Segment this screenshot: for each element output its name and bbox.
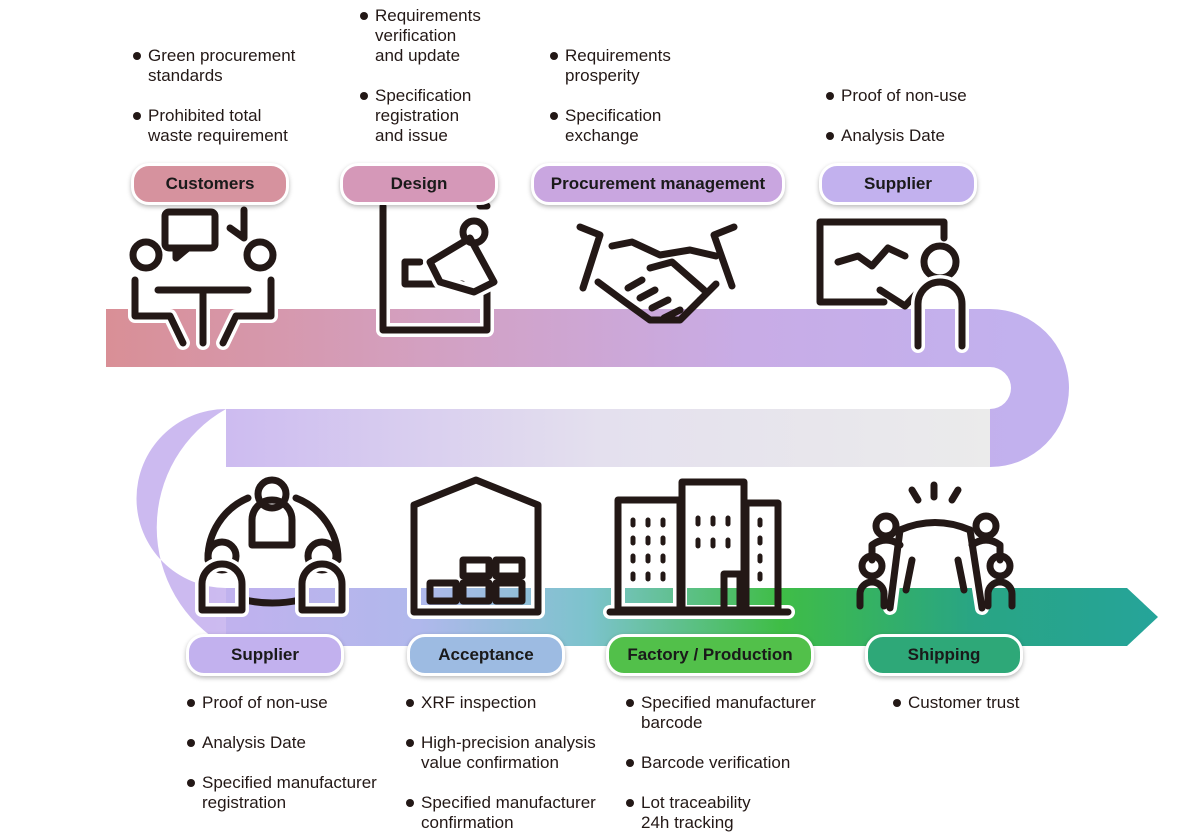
customers-meeting-icon-lines xyxy=(129,206,277,347)
list-item: Prohibited total waste requirement xyxy=(133,106,323,146)
stage-list-customers: Green procurement standards Prohibited t… xyxy=(133,46,323,146)
ribbon-middle-lane-light xyxy=(226,409,990,467)
presentation-icon xyxy=(813,215,969,353)
stage-list-supplier-bottom: Proof of non-use Analysis Date Specified… xyxy=(187,693,402,813)
stage-pill-procurement: Procurement management xyxy=(531,163,785,205)
list-item: XRF inspection xyxy=(406,693,621,713)
stage-label: Supplier xyxy=(863,174,932,193)
stage-list-design: Requirements verification and update Spe… xyxy=(360,6,510,146)
list-item: Lot traceability 24h tracking xyxy=(626,793,841,833)
stage-label: Factory / Production xyxy=(627,645,793,664)
stage-list-factory: Specified manufacturer barcode Barcode v… xyxy=(626,693,841,833)
list-item: Specified manufacturer confirmation xyxy=(406,793,621,833)
stage-label: Acceptance xyxy=(438,645,534,664)
list-item: Customer trust xyxy=(893,693,1093,713)
stage-list-shipping: Customer trust xyxy=(893,693,1093,713)
list-item: High-precision analysis value confirmati… xyxy=(406,733,621,773)
stage-list-acceptance: XRF inspection High-precision analysis v… xyxy=(406,693,621,833)
stage-list-procurement: Requirements prosperity Specification ex… xyxy=(550,46,720,146)
list-item: Proof of non-use xyxy=(187,693,402,713)
stage-label: Procurement management xyxy=(550,174,766,193)
list-item: Barcode verification xyxy=(626,753,841,773)
stage-pill-customers: Customers xyxy=(131,163,289,205)
stage-pill-supplier-bottom: Supplier xyxy=(186,634,344,676)
stage-pill-shipping: Shipping xyxy=(865,634,1023,676)
list-item: Proof of non-use xyxy=(826,86,1016,106)
handshake-icon xyxy=(576,223,738,324)
ribbon-middle-lane xyxy=(136,409,990,646)
stage-pill-design: Design xyxy=(340,163,498,205)
list-item: Analysis Date xyxy=(826,126,1016,146)
list-item: Requirements prosperity xyxy=(550,46,720,86)
list-item: Green procurement standards xyxy=(133,46,323,86)
flow-ribbon xyxy=(106,309,1158,646)
list-item: Analysis Date xyxy=(187,733,402,753)
design-stamp-icon xyxy=(376,199,501,337)
list-item: Specification exchange xyxy=(550,106,720,146)
stage-label: Supplier xyxy=(230,645,299,664)
list-item: Specification registration and issue xyxy=(360,86,510,146)
stage-label: Design xyxy=(390,174,448,193)
factory-building-icon xyxy=(603,478,795,619)
list-item: Specified manufacturer registration xyxy=(187,773,402,813)
stage-pill-factory: Factory / Production xyxy=(606,634,814,676)
stage-label: Customers xyxy=(165,174,255,193)
warehouse-icon xyxy=(407,473,545,619)
stage-pill-supplier-top: Supplier xyxy=(819,163,977,205)
stage-pill-acceptance: Acceptance xyxy=(407,634,565,676)
list-item: Requirements verification and update xyxy=(360,6,510,66)
ribbon-top-lane xyxy=(106,309,1069,467)
supplier-team-icon xyxy=(195,476,349,617)
stage-label: Shipping xyxy=(907,645,981,664)
list-item: Specified manufacturer barcode xyxy=(626,693,841,733)
stage-list-supplier-top: Proof of non-use Analysis Date xyxy=(826,86,1016,146)
celebration-icon xyxy=(856,481,1016,615)
